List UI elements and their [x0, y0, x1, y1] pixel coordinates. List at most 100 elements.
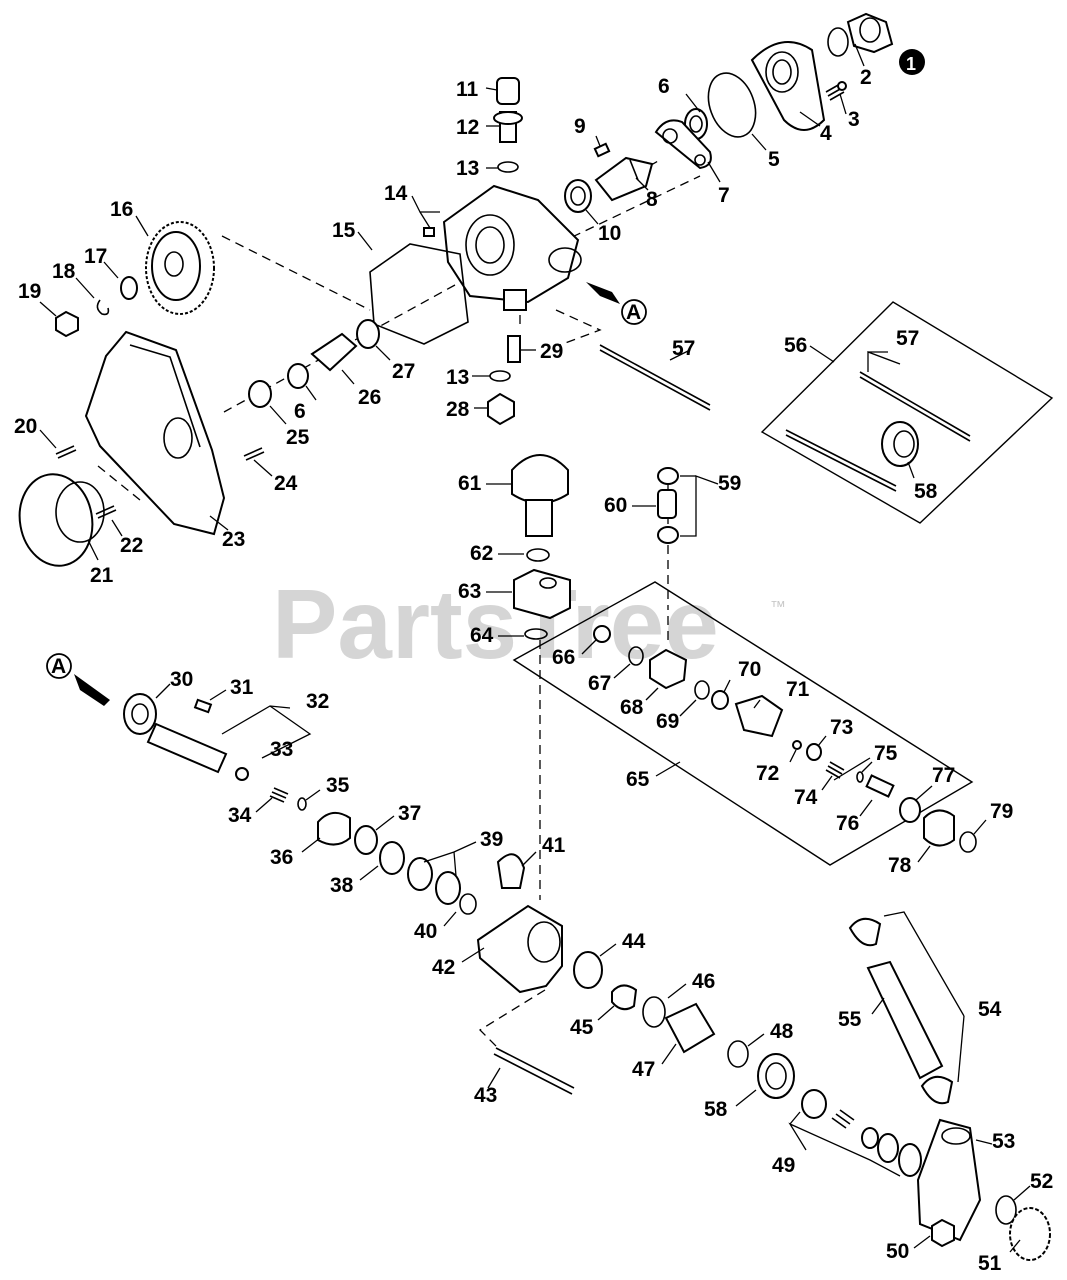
- callout-4: 4: [820, 122, 832, 145]
- o-ring-part-52: [995, 1195, 1017, 1225]
- callout-2: 2: [860, 66, 872, 89]
- callout-34: 34: [228, 804, 252, 827]
- callout-36: 36: [270, 846, 293, 869]
- callout-69: 69: [656, 710, 679, 733]
- sleeve-part-47: [664, 1002, 716, 1054]
- shaft-part-8: [594, 156, 654, 202]
- callout-55: 55: [838, 1008, 862, 1031]
- callout-27: 27: [392, 360, 415, 383]
- elbow-part-53: [916, 1118, 982, 1242]
- fitting-part-68: [649, 648, 688, 690]
- callout-65: 65: [626, 768, 650, 791]
- callout-6: 6: [658, 75, 670, 98]
- clamp-part-59-top: [657, 467, 679, 485]
- unloader-assembly: [511, 454, 977, 853]
- callout-70: 70: [738, 658, 761, 681]
- seal-part-25: [248, 380, 272, 408]
- o-ring-part-67: [628, 646, 644, 666]
- spring-part-34: [269, 787, 289, 803]
- callout-18: 18: [52, 260, 76, 283]
- clamp-part-54-top: [848, 917, 882, 947]
- callout-28: 28: [446, 398, 470, 421]
- callout-66: 66: [552, 646, 575, 669]
- washer-part-66: [593, 625, 611, 643]
- callout-67: 67: [588, 672, 611, 695]
- key-part-9: [593, 142, 611, 158]
- callout-19: 19: [18, 280, 41, 303]
- o-ring-part-46: [642, 996, 666, 1028]
- callout-15: 15: [332, 219, 356, 242]
- kit-box-65: [512, 581, 974, 866]
- seat-part-70: [711, 690, 729, 710]
- gear-case-part-23: [84, 330, 226, 536]
- trademark-symbol: ™: [770, 599, 786, 616]
- screw-part-24: [243, 447, 265, 461]
- new-part-badge: 1: [899, 49, 925, 75]
- cap-part-78: [923, 809, 955, 847]
- bearing-part-27: [356, 319, 380, 349]
- rod-part-43: [495, 1047, 575, 1089]
- screw-part-20: [55, 445, 77, 459]
- callout-47: 47: [632, 1058, 655, 1081]
- callout-50: 50: [886, 1240, 909, 1263]
- callout-57: 57: [672, 337, 695, 360]
- callout-38: 38: [330, 874, 354, 897]
- callout-6-left: 6: [294, 400, 306, 423]
- callout-14: 14: [384, 182, 408, 205]
- hose-part-60: [657, 489, 677, 519]
- washer-part-17: [120, 276, 138, 300]
- spring-part-74: [825, 761, 845, 779]
- callout-25: 25: [286, 426, 310, 449]
- callout-44: 44: [622, 930, 646, 953]
- screw-part-22: [95, 505, 117, 519]
- ball-part-35: [297, 797, 307, 811]
- callout-29: 29: [540, 340, 563, 363]
- pump-housing-part-14: [442, 184, 580, 304]
- plug-part-36: [317, 811, 351, 846]
- seal-part-44: [573, 951, 603, 989]
- ref-marker-label: A: [51, 655, 66, 678]
- callout-20: 20: [14, 415, 37, 438]
- stud-part-33: [235, 767, 249, 781]
- kit-box-56: [760, 301, 1054, 524]
- callout-37: 37: [398, 802, 421, 825]
- reference-arrow-a-left: A: [46, 653, 110, 706]
- o-ring-part-75: [856, 771, 864, 783]
- nut-part-50: [931, 1218, 955, 1248]
- block-part-63: [513, 568, 571, 620]
- callout-45: 45: [570, 1016, 594, 1039]
- callout-35: 35: [326, 774, 350, 797]
- rod-part-57: [599, 344, 711, 406]
- callout-63: 63: [458, 580, 481, 603]
- plunger-part-33: [146, 722, 228, 774]
- badge-label: 1: [906, 54, 916, 74]
- clip-part-18: [96, 299, 110, 316]
- o-ring-part-62: [526, 548, 550, 562]
- o-ring-part-64: [524, 628, 548, 640]
- plug-part-41: [496, 853, 526, 889]
- callout-33: 33: [270, 738, 293, 761]
- callout-60: 60: [604, 494, 627, 517]
- seal-part-58-lower: [757, 1053, 795, 1099]
- outlet-assembly: [757, 917, 1051, 1261]
- o-ring-part-2: [827, 27, 849, 57]
- callout-13-bottom: 13: [446, 366, 469, 389]
- upper-pump-assembly: [18, 12, 971, 567]
- cap-part-11: [496, 77, 520, 105]
- o-ring-part-69: [694, 680, 710, 700]
- callout-41: 41: [542, 834, 566, 857]
- cover-part-4: [750, 41, 826, 131]
- callout-26: 26: [358, 386, 381, 409]
- seal-part-38: [379, 841, 405, 875]
- seal-part-6-left: [287, 363, 309, 389]
- callout-68: 68: [620, 696, 644, 719]
- callout-56: 56: [784, 334, 807, 357]
- callout-3: 3: [848, 108, 860, 131]
- callout-62: 62: [470, 542, 493, 565]
- callout-59: 59: [718, 472, 741, 495]
- o-ring-part-79: [959, 831, 977, 853]
- callout-32: 32: [306, 690, 329, 713]
- bearing-part-10: [564, 179, 592, 213]
- callout-74: 74: [794, 786, 818, 809]
